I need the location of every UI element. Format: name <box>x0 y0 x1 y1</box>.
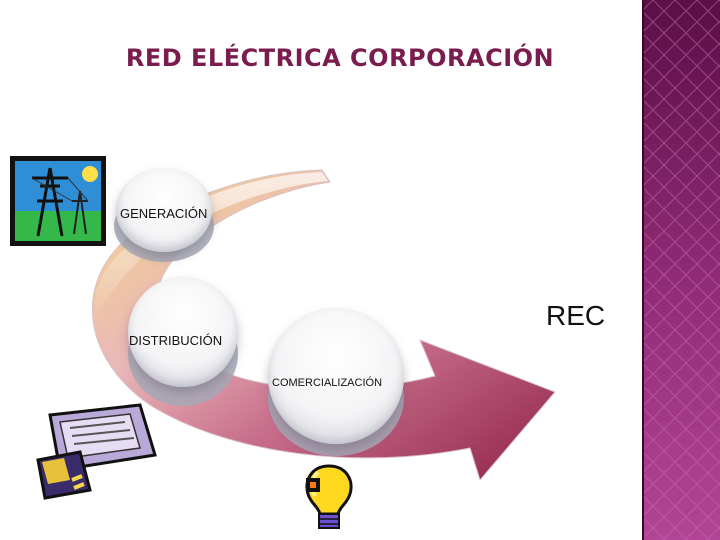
slide-title: RED ELÉCTRICA CORPORACIÓN <box>125 44 555 72</box>
side-text-rec: REC <box>546 300 606 331</box>
side-pattern-bar <box>642 0 720 540</box>
cycle-label-comercializacion: COMERCIALIZACIÓN <box>272 377 383 389</box>
computer-plug-icon <box>36 403 157 500</box>
cycle-label-distribucion: DISTRIBUCIÓN <box>129 333 223 348</box>
cycle-node-distribucion <box>128 277 238 387</box>
cycle-label-generacion: GENERACIÓN <box>120 206 208 221</box>
power-tower-icon <box>10 156 106 246</box>
cycle-node-generacion <box>116 168 212 252</box>
lightbulb-icon <box>305 464 353 529</box>
cycle-node-comercializacion <box>268 308 404 444</box>
